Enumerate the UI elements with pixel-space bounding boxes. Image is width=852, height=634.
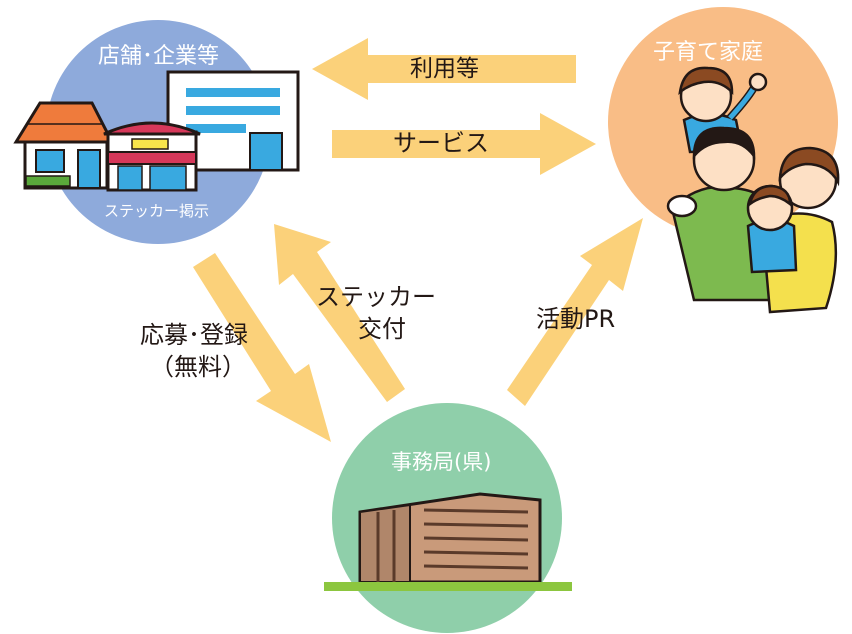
apply-label-line2: （無料） xyxy=(150,353,246,381)
arrow-activity xyxy=(507,218,643,406)
ground-strip xyxy=(324,582,572,591)
service-label: サービス xyxy=(393,129,489,157)
shops-title: 店舗･企業等 xyxy=(98,44,220,69)
activity-pr-label: 活動PR xyxy=(536,305,616,333)
house-illustration xyxy=(13,101,115,190)
sticker-display-caption: ステッカー掲示 xyxy=(104,202,210,220)
apply-label-line1: 応募･登録 xyxy=(140,321,248,349)
arrow-sticker-issue xyxy=(274,224,405,402)
arrow-apply xyxy=(193,253,331,442)
shop-storefront-illustration xyxy=(103,121,201,192)
sticker-issue-label-line2: 交付 xyxy=(358,315,406,343)
families-title: 子育て家庭 xyxy=(653,40,764,65)
office-building-illustration xyxy=(166,70,300,172)
arrow-use-left xyxy=(312,38,576,100)
family-illustration xyxy=(666,66,840,314)
arrow-service-right xyxy=(332,113,596,175)
sticker-issue-label-line1: ステッカー xyxy=(316,283,436,311)
prefectural-office-building-illustration xyxy=(358,492,542,584)
use-label: 利用等 xyxy=(410,56,479,82)
office-title: 事務局(県) xyxy=(391,450,492,474)
